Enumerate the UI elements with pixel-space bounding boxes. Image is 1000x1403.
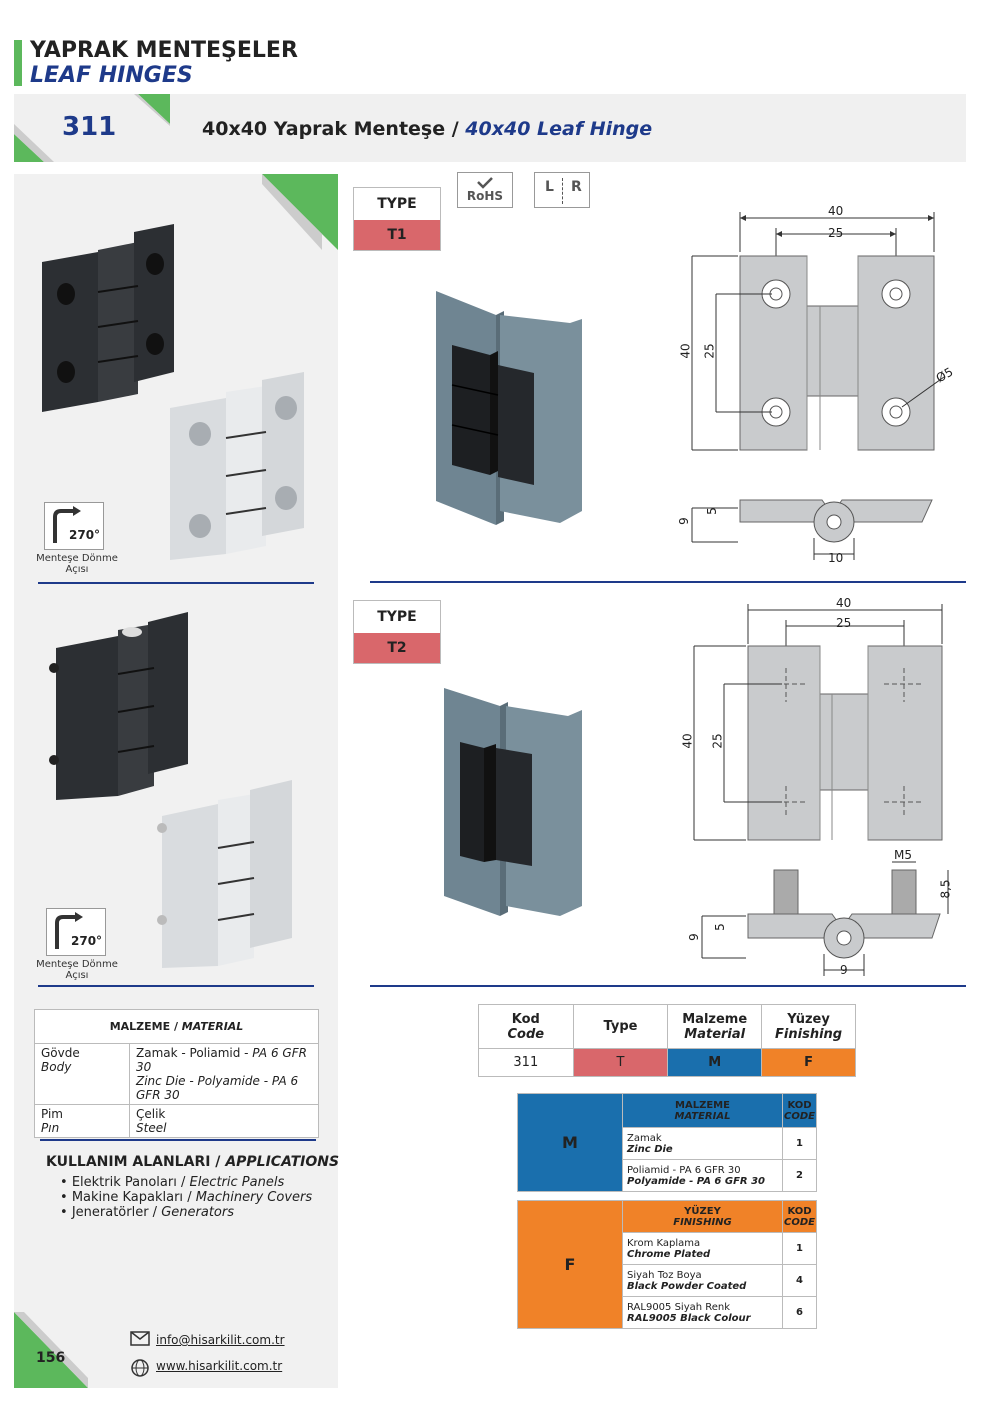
footer-corner-icon — [14, 1312, 88, 1388]
code-value-finishing: F — [761, 1048, 856, 1077]
material-table-header: MALZEME / MATERIAL — [34, 1009, 319, 1044]
header-accent-bar — [14, 40, 22, 86]
web-link[interactable]: www.hisarkilit.com.tr — [156, 1359, 283, 1373]
rotation-270-icon: 270° — [55, 912, 102, 949]
left-separator-1 — [38, 582, 314, 584]
panel-corner-icon — [262, 174, 338, 250]
svg-text:270°: 270° — [69, 528, 100, 542]
t2-dim-side-h1: 9 — [686, 933, 701, 941]
hinge-t2-black-photo — [49, 612, 188, 800]
applications-title: KULLANIM ALANLARI / APPLICATIONS — [46, 1154, 340, 1170]
lr-badge: L R — [534, 172, 590, 208]
rotation-badge-t1: 270° — [44, 502, 104, 550]
applications-separator — [40, 1139, 316, 1141]
t2-separator — [370, 985, 966, 987]
web-icon — [130, 1358, 150, 1382]
type-badge-t2: TYPE T2 — [353, 600, 441, 664]
applications-list: • Elektrik Panoları / Electric Panels • … — [60, 1175, 312, 1220]
t2-dim-width-inner: 25 — [836, 616, 852, 630]
material-code-letter: M — [517, 1093, 623, 1192]
t1-dim-width-inner: 25 — [828, 226, 844, 240]
hinge-t2-mounted-render — [444, 688, 582, 916]
hinge-t1-mounted-render — [436, 291, 582, 525]
t1-dim-side-w: 10 — [828, 551, 844, 565]
list-item: • Jeneratörler / Generators — [60, 1205, 234, 1220]
t1-dim-width-outer: 40 — [828, 204, 844, 218]
t2-dim-height-outer: 40 — [680, 733, 695, 749]
product-number: 311 — [62, 112, 117, 142]
code-value-material: M — [667, 1048, 763, 1077]
hinge-t2-drawing — [693, 604, 949, 976]
product-title: 40x40 Yaprak Menteşe / 40x40 Leaf Hinge — [202, 118, 653, 140]
t2-dim-width-outer: 40 — [836, 596, 852, 610]
lr-divider — [562, 178, 563, 204]
left-separator-2 — [38, 985, 314, 987]
section-title-en: LEAF HINGES — [30, 63, 193, 88]
rotation-caption-t2: Menteşe Dönme Açısı — [36, 959, 118, 981]
t1-dim-height-outer: 40 — [678, 343, 693, 359]
rotation-badge-t2: 270° — [46, 908, 106, 956]
type-badge-t1: TYPE T1 — [353, 187, 441, 251]
t2-dim-thread: M5 — [894, 848, 912, 862]
list-item: • Makine Kapakları / Machinery Covers — [60, 1190, 313, 1205]
hinge-t1-black-photo — [42, 224, 174, 412]
t2-dim-side-w: 9 — [840, 963, 848, 977]
rohs-check-icon — [477, 177, 493, 189]
t1-separator — [370, 581, 966, 583]
rotation-caption-t1: Menteşe Dönme Açısı — [36, 553, 118, 575]
rotation-270-icon: 270° — [53, 506, 100, 543]
t2-dim-height-inner: 25 — [710, 733, 725, 749]
t1-dim-side-h1: 9 — [676, 517, 691, 525]
list-item: • Elektrik Panoları / Electric Panels — [60, 1175, 285, 1190]
rohs-badge: RoHS — [457, 172, 513, 208]
t1-dim-side-h2: 5 — [704, 507, 719, 515]
product-band — [14, 94, 966, 162]
section-title-tr: YAPRAK MENTEŞELER — [30, 38, 298, 63]
hinge-t1-drawing — [691, 212, 945, 560]
hinge-t2-chrome-photo — [157, 780, 292, 968]
email-icon — [130, 1328, 150, 1350]
email-link[interactable]: info@hisarkilit.com.tr — [156, 1333, 285, 1347]
page-number: 156 — [36, 1350, 66, 1366]
t1-dim-height-inner: 25 — [702, 343, 717, 359]
hinge-t1-chrome-photo — [170, 372, 304, 560]
svg-text:270°: 270° — [71, 934, 102, 948]
product-band-corner-icon — [14, 94, 170, 162]
t2-dim-side-h2: 5 — [712, 923, 727, 931]
code-value-kod: 311 — [478, 1048, 574, 1077]
code-value-type: T — [572, 1048, 669, 1077]
code-header-type: Type — [572, 1004, 669, 1049]
t2-dim-bolt-length: 8,5 — [938, 879, 953, 899]
finishing-code-letter: F — [517, 1200, 623, 1329]
